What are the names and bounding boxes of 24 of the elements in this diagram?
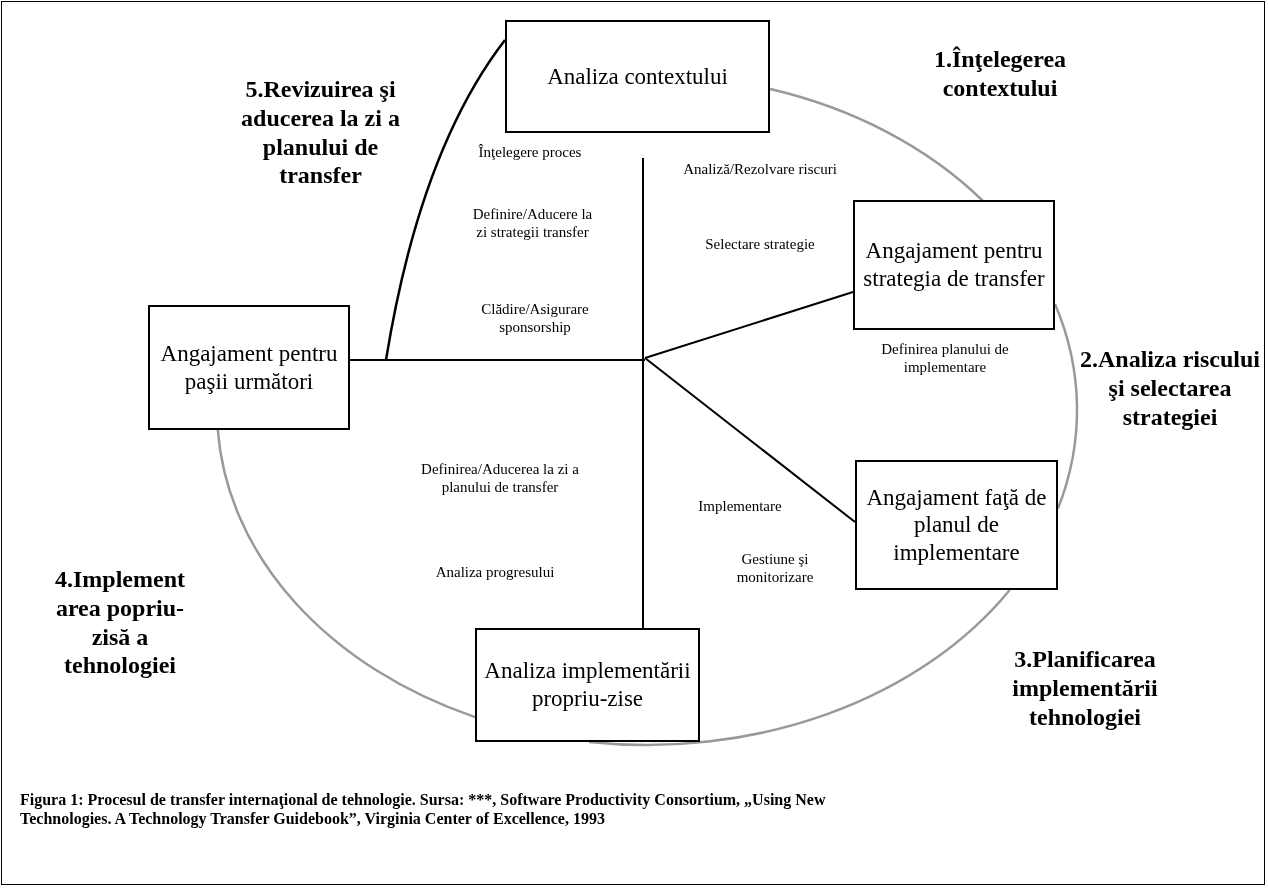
process-box: Angajament faţă de planul de implementare [855, 460, 1058, 590]
activity-label: Selectare strategie [704, 235, 816, 253]
activity-label: Analiza progresului [434, 563, 556, 581]
process-box: Analiza implementării propriu-zise [475, 628, 700, 742]
connector-line [216, 429, 476, 719]
activity-label: Analiză/Rezolvare riscuri [682, 160, 838, 178]
activity-label: Definire/Aducere la zi strategii transfer [471, 205, 594, 241]
phase-label: 2.Analiza riscului şi selectarea strategiei [1080, 345, 1260, 432]
phase-label: 3.Planificarea implementării tehnologiei [1011, 645, 1159, 732]
phase-label: 1.Înţelegerea contextului [932, 45, 1068, 103]
phase-label: 5.Revizuirea şi aducerea la zi a planului de transfer [240, 75, 401, 191]
process-box: Angajament pentru paşii următori [148, 305, 350, 430]
activity-label: Clădire/Asigurare sponsorship [480, 300, 590, 336]
process-box: Angajament pentru strategia de transfer [853, 200, 1055, 330]
activity-label: Gestiune şi monitorizare [735, 550, 815, 586]
activity-label: Înţelegere proces [477, 143, 583, 161]
activity-label: Definirea/Aducerea la zi a planului de transfer [420, 460, 580, 496]
connector-line [588, 589, 1011, 747]
activity-label: Implementare [697, 497, 783, 515]
caption: Figura 1: Procesul de transfer internaţional de tehnologie. Sursa: ***, Software Productivity Consortium, „Using New Technologies. A Technology Transfer Guidebook”, Virginia Center of Excellence, 1993 [20, 790, 827, 829]
process-box: Analiza contextului [505, 20, 770, 133]
phase-label: 4.Implement area popriu-zisă a tehnologiei [54, 565, 186, 681]
connector-line [384, 39, 506, 361]
activity-label: Definirea planului de implementare [880, 340, 1010, 376]
